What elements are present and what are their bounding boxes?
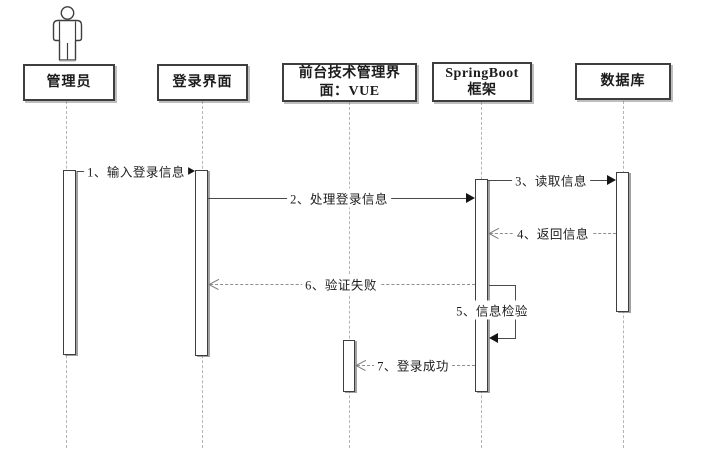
participant-label: 数据库 (600, 73, 646, 89)
message-3-label: 3、读取信息 (512, 170, 590, 190)
actor-person-icon (50, 4, 85, 67)
participant-box-login-ui: 登录界面 (157, 64, 248, 101)
participant-label-line1: 前台技术管理界 (298, 66, 401, 81)
participant-label: 管理员 (46, 74, 92, 90)
message-6-label: 6、验证失败 (302, 274, 380, 294)
message-5-loop-bottom (498, 338, 516, 339)
message-5-arrowhead-icon (489, 333, 498, 343)
participant-label-line2: 面：VUE (319, 83, 380, 99)
message-2-label: 2、处理登录信息 (287, 188, 391, 208)
participant-box-springboot: SpringBoot 框架 (432, 62, 532, 102)
message-5-loop-top (489, 285, 516, 286)
activation-springboot (475, 179, 488, 392)
participant-box-database: 数据库 (575, 63, 671, 100)
participant-box-vue-ui: 前台技术管理界 面：VUE (282, 63, 417, 102)
activation-admin (63, 170, 76, 355)
participant-label: 登录界面 (172, 74, 233, 90)
activation-vue-ui (343, 340, 355, 392)
message-2-arrowhead-icon (466, 193, 475, 203)
message-1-arrowhead-icon (186, 166, 195, 176)
message-5-label: 5、信息检验 (453, 300, 531, 320)
activation-database (616, 172, 629, 312)
participant-label-line2: 框架 (467, 83, 497, 98)
activation-login-ui (195, 170, 208, 356)
participant-label-line1: SpringBoot (445, 65, 519, 81)
message-4-label: 4、返回信息 (514, 223, 592, 243)
message-7-label: 7、登录成功 (374, 355, 452, 375)
message-1-label: 1、输入登录信息 (84, 161, 188, 181)
message-3-arrowhead-icon (607, 175, 616, 185)
participant-box-admin: 管理员 (23, 64, 115, 101)
